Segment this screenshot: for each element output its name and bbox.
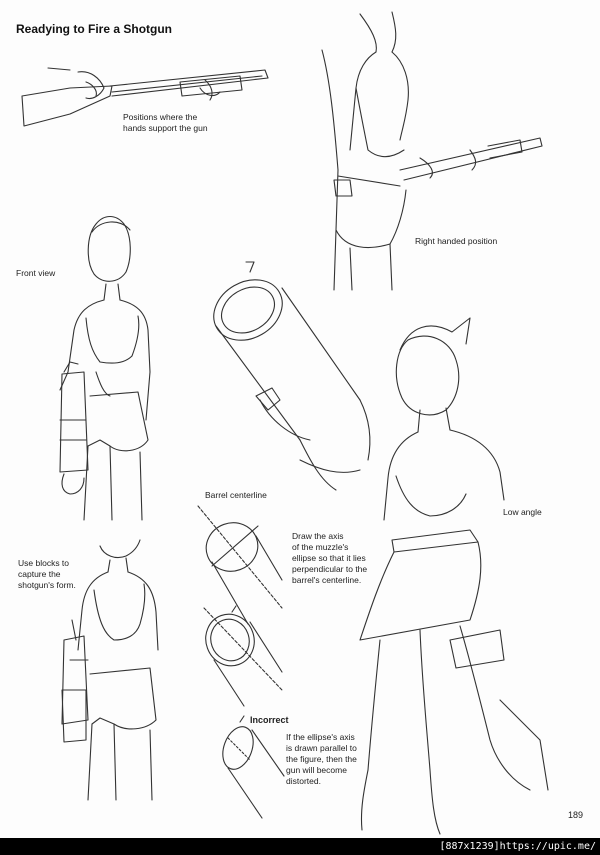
incorrect-label: Incorrect — [250, 715, 289, 725]
caption-barrel-centerline: Barrel centerline — [205, 490, 267, 500]
foreshortened-shotgun-sketch — [213, 261, 371, 491]
right-handed-figure-sketch — [321, 11, 543, 291]
caption-incorrect-text: If the ellipse's axis is drawn parallel … — [286, 732, 357, 786]
front-view-figure-sketch — [59, 215, 151, 521]
image-source-footer: [887x1239]https://upic.me/ — [438, 839, 600, 855]
muzzle-diagram-shaded — [203, 605, 283, 707]
muzzle-diagram-correct — [197, 505, 283, 625]
caption-draw-axis: Draw the axis of the muzzle's ellipse so… — [292, 531, 368, 585]
page-title: Readying to Fire a Shotgun — [16, 22, 173, 36]
caption-hands-support: Positions where the hands support the gu… — [123, 112, 208, 133]
caption-low-angle: Low angle — [503, 507, 542, 517]
muzzle-diagram-incorrect — [222, 715, 285, 819]
page-number: 189 — [568, 810, 584, 820]
caption-use-blocks: Use blocks to capture the shotgun's form… — [18, 558, 76, 590]
low-angle-figure-sketch — [359, 317, 549, 835]
blocks-figure-sketch — [61, 539, 159, 801]
caption-front-view: Front view — [16, 268, 56, 278]
shotgun-hands-sketch — [21, 67, 269, 127]
caption-right-handed: Right handed position — [415, 236, 498, 246]
